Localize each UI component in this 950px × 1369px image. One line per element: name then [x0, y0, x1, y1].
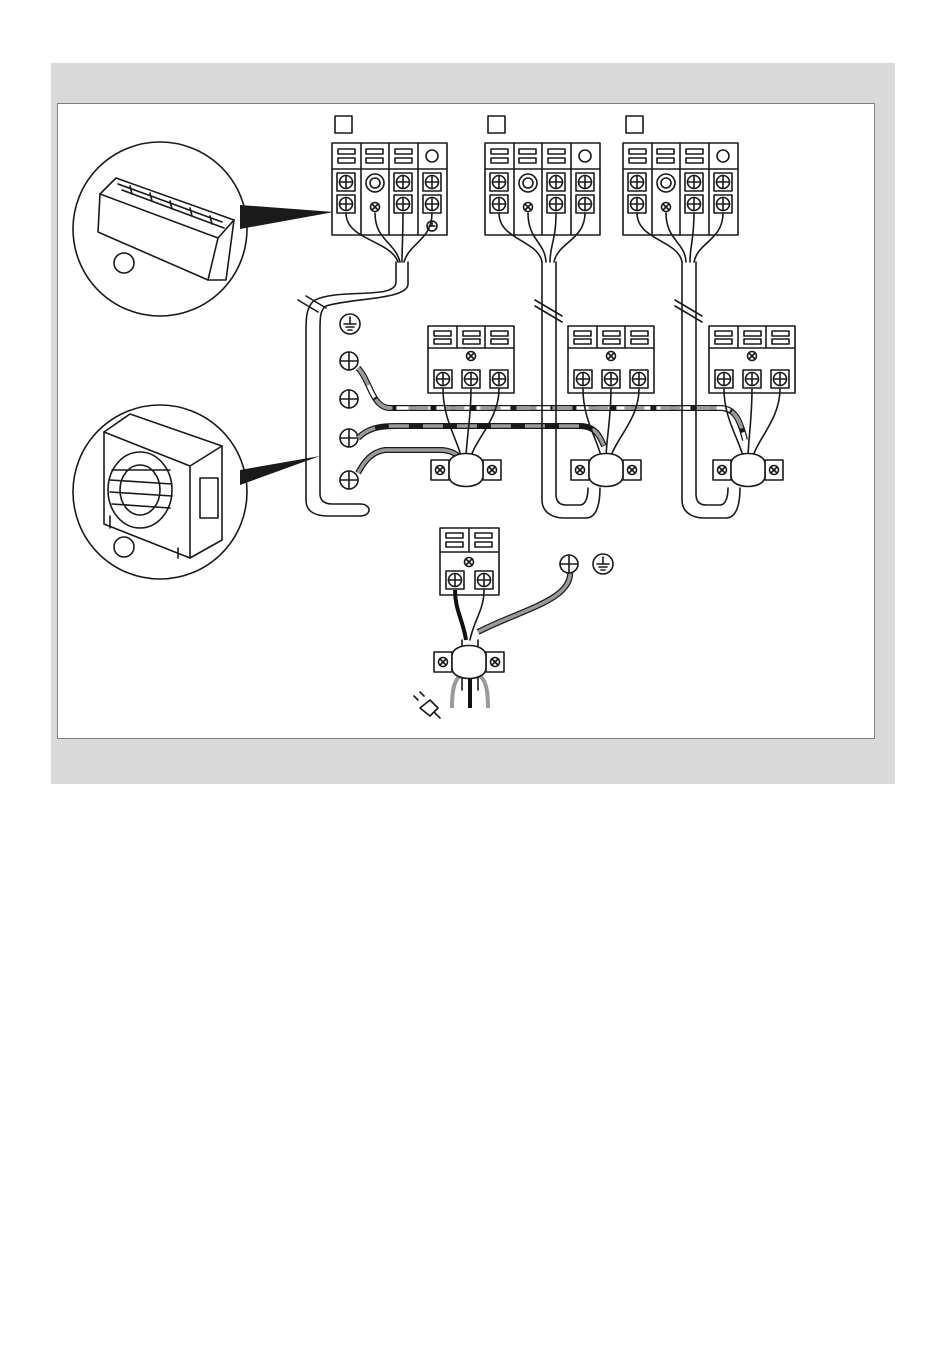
outdoor-terminal-block-a — [428, 326, 514, 393]
outdoor-terminal-block-c — [709, 326, 795, 393]
earth-wires — [358, 368, 745, 473]
indoor-terminal-block-b — [485, 143, 600, 235]
screw-terminal-icon — [340, 429, 358, 447]
interconnect-cable-a — [298, 213, 432, 516]
ground-symbol-icon — [593, 554, 613, 574]
outdoor-terminal-block-b — [568, 326, 654, 393]
ground-symbol-icon — [340, 314, 360, 334]
cable-clamp-icon — [571, 454, 641, 487]
cable-clamp-icon — [713, 454, 783, 487]
screw-terminal-icon — [560, 555, 578, 573]
power-terminal-block — [440, 528, 499, 595]
screw-terminal-icon — [340, 352, 358, 370]
screw-terminal-icon — [340, 471, 358, 489]
outdoor-unit-magnifier — [73, 405, 320, 579]
cable-clamp-icon — [431, 454, 501, 487]
outdoor-unit-terminals — [340, 314, 360, 489]
cable-clamp-icon — [434, 646, 504, 679]
indoor-terminal-block-c — [623, 143, 738, 235]
power-plug-icon — [414, 692, 440, 718]
unit-number-box-b — [488, 116, 505, 133]
screw-terminal-icon — [340, 390, 358, 408]
unit-number-box-a — [335, 116, 352, 133]
indoor-unit-magnifier — [73, 142, 334, 316]
unit-number-box-c — [626, 116, 643, 133]
